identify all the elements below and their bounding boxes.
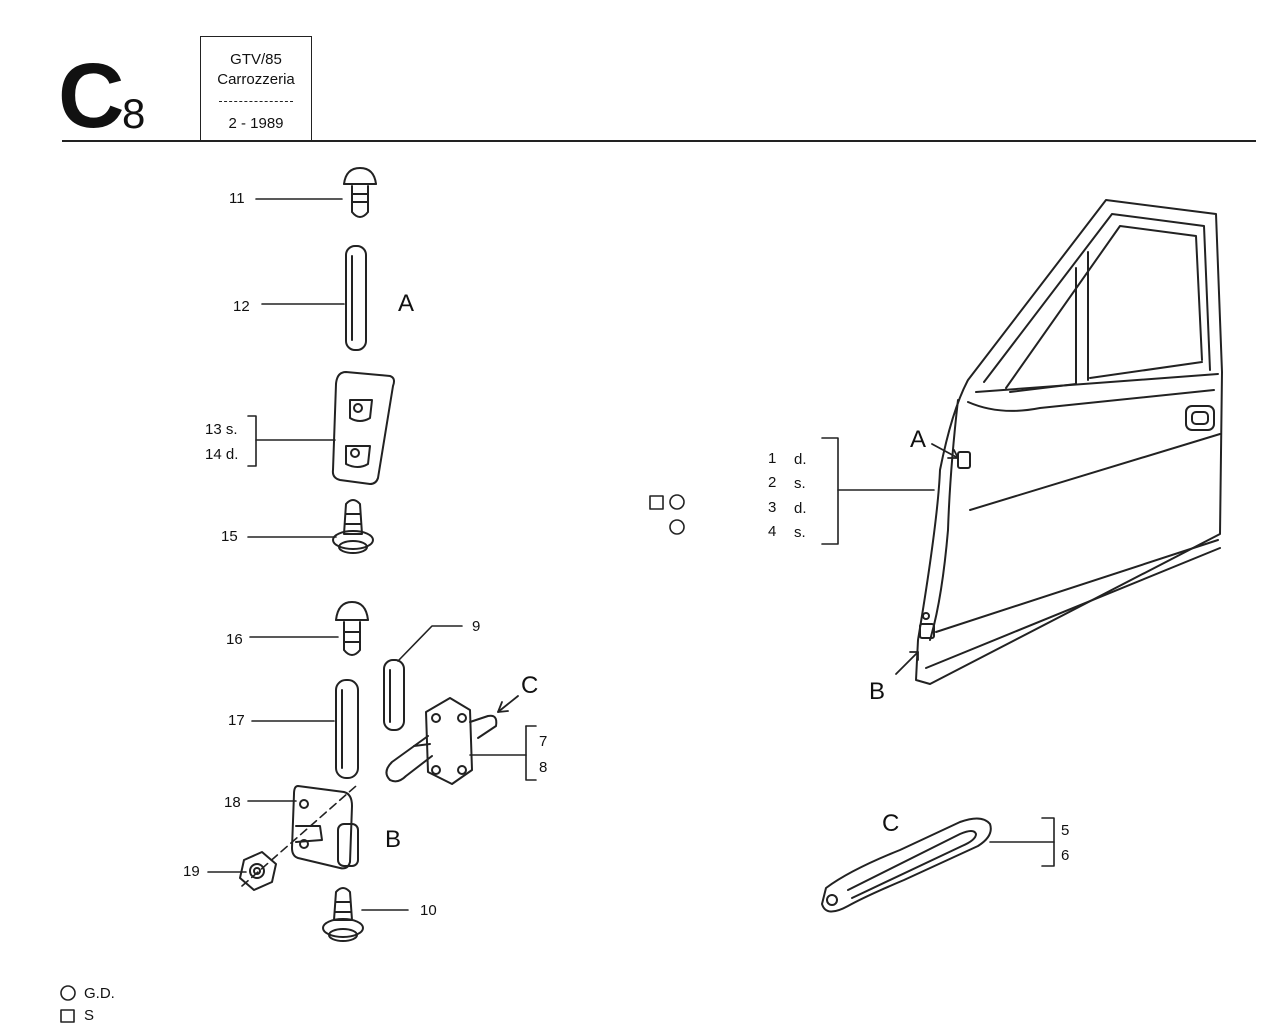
detail-label-b-left: B	[385, 826, 402, 853]
callout-12: 12	[233, 298, 250, 315]
header-rule	[62, 140, 1256, 142]
detail-label-c-left: C	[521, 672, 539, 699]
part-18-hinge	[291, 785, 359, 870]
group-label: Carrozzeria	[217, 71, 295, 88]
part-12-pin	[345, 245, 367, 351]
arrow-to-c-left	[497, 695, 519, 713]
part-13-14-hinge-pad	[331, 371, 395, 485]
part-9-pin	[383, 659, 405, 731]
detail-label-b-door: B	[869, 678, 886, 705]
detail-c-check-arm	[821, 817, 992, 913]
callout-14: 14 d.	[205, 446, 239, 463]
callout-5: 5	[1061, 822, 1070, 839]
callout-4-side: s.	[794, 524, 806, 541]
callout-8: 8	[539, 759, 548, 776]
arrow-to-a-door	[931, 443, 959, 459]
leader-lines-left	[207, 198, 537, 911]
callout-7: 7	[539, 733, 548, 750]
model-label: GTV/85	[230, 51, 282, 68]
callout-9: 9	[472, 618, 481, 635]
callout-16: 16	[226, 631, 243, 648]
callout-1: 1	[768, 450, 777, 467]
detail-label-a-left: A	[398, 290, 415, 317]
detail-label-c-bottom: C	[882, 810, 900, 837]
section-number: 8	[122, 90, 146, 137]
part-19-nut	[239, 851, 277, 891]
callout-17: 17	[228, 712, 245, 729]
bottom-legend-symbols	[60, 985, 76, 1023]
callout-2-side: s.	[794, 475, 806, 492]
legend-circle-symbol	[60, 985, 76, 1001]
part-7-8-door-check	[385, 697, 498, 785]
door-outline	[915, 199, 1223, 685]
callout-11: 11	[229, 190, 245, 207]
callout-13: 13 s.	[205, 421, 238, 438]
legend-square-symbol	[60, 1009, 75, 1023]
callout-2: 2	[768, 474, 777, 491]
callout-15: 15	[221, 528, 238, 545]
part-16-bolt	[335, 601, 369, 656]
section-letter: C	[58, 45, 124, 147]
callout-4: 4	[768, 523, 777, 540]
detail-label-a-door: A	[910, 426, 927, 453]
part-17-pin	[335, 679, 359, 779]
callout-3-side: d.	[794, 500, 807, 517]
legend-text-s: S	[84, 1007, 95, 1024]
callout-19: 19	[183, 863, 200, 880]
callout-10: 10	[420, 902, 437, 919]
arrow-to-b-door	[895, 651, 919, 675]
callout-1-side: d.	[794, 451, 807, 468]
callout-6: 6	[1061, 847, 1070, 864]
part-10-bolt	[322, 887, 364, 942]
header-stamp-box: GTV/85 Carrozzeria 2 - 1989	[200, 36, 312, 141]
part-11-screw	[343, 167, 377, 218]
stamp-divider	[219, 101, 293, 102]
legend-text-gd: G.D.	[84, 985, 115, 1002]
part-15-bolt	[332, 499, 374, 554]
date-label: 2 - 1989	[228, 115, 284, 132]
callout-18: 18	[224, 794, 241, 811]
callout-3: 3	[768, 499, 777, 516]
center-legend-symbols	[649, 494, 685, 535]
leader-lines-door	[821, 437, 1055, 867]
